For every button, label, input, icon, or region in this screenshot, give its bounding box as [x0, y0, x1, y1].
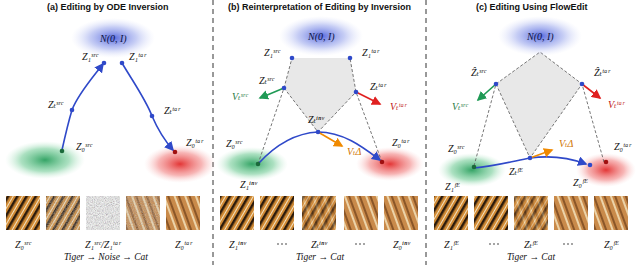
panel-title: (a) Editing by ODE Inversion [47, 3, 169, 13]
math-label: Z₁ᶠᴱ [444, 239, 459, 250]
image-strip [220, 196, 418, 245]
caption: Tiger → Noise → Cat [64, 252, 148, 262]
velocity-arrow [582, 84, 600, 98]
points [256, 56, 385, 167]
math-label: Z₁ᵗᵃʳ [129, 51, 146, 62]
math-label: Z₀ᵗᵃʳ [614, 141, 631, 152]
panel-separator [213, 0, 214, 265]
source-distribution [216, 147, 288, 181]
math-label: Vₜᵗᵃʳ [608, 99, 624, 110]
math-label: Z₁ᵗᵃʳ [362, 47, 379, 58]
edit-path [258, 132, 380, 164]
math-label: Ẑₜᵗᵃʳ [594, 67, 610, 78]
gaussian-blob: N(0, I) [498, 16, 582, 56]
math-label: Vₜᵗᵃʳ [390, 101, 406, 112]
math-label: Z₁ᶠᴱ [445, 181, 460, 192]
math-label: Z₁ˢʳᶜ [264, 47, 280, 58]
velocity-arrow [318, 132, 342, 146]
distribution-label: N(0, I) [100, 33, 127, 44]
math-label: Zₜˢʳᶜ [259, 75, 274, 86]
math-label: Vₜˢʳᶜ [232, 91, 248, 102]
math-label: Z₀ˢʳᶜ [15, 239, 31, 250]
math-label: VₜΔ [559, 138, 573, 149]
math-label: Z₀ᵗᵃʳ [175, 239, 192, 250]
math-label: Zₜᶠᴱ [509, 166, 523, 177]
shaded-region [284, 58, 356, 132]
caption: Tiger → Cat [507, 252, 555, 262]
math-label: Z₁ˢʳᶜ/Z₁ᵗᵃʳ [85, 239, 121, 250]
target-distribution [356, 147, 424, 181]
distribution-label: N(0, I) [527, 31, 554, 42]
math-label: Z₁ˢʳᶜ [82, 51, 98, 62]
math-label: Zₜᵗᵃʳ [370, 81, 386, 92]
math-label: VₜΔ [347, 146, 361, 157]
inversion-path [62, 64, 103, 150]
shaded-region [496, 52, 582, 158]
velocity-arrow [530, 150, 552, 158]
source-distribution [5, 141, 85, 179]
panel-title: (b) Reinterpretation of Editing by Inver… [228, 3, 411, 13]
math-label: Vₜˢʳᶜ [452, 101, 468, 112]
math-label: Z₀ˢʳᶜ [226, 138, 242, 149]
math-label: Zₜˢʳᶜ [48, 99, 63, 110]
math-label: Z₀ˢʳᶜ [448, 143, 464, 154]
velocity-arrow [478, 84, 496, 100]
distribution-label: N(0, I) [308, 31, 335, 42]
math-label: Zₜᶠᴱ [524, 239, 538, 250]
math-label: Z₁ⁱⁿᵛ [229, 239, 246, 250]
dashed-guides [258, 58, 382, 164]
velocity-arrow [260, 88, 284, 98]
math-label: Zₜⁱⁿᵛ [308, 114, 324, 125]
math-label: Z₀ᶠᴱ [573, 177, 588, 188]
math-label: Z₁ⁱⁿᵛ [240, 179, 257, 190]
velocity-arrow [356, 92, 380, 104]
gaussian-blob: N(0, I) [279, 16, 363, 56]
math-label: Ẑₜˢʳᶜ [471, 67, 486, 78]
math-label: Z₀ˢʳᶜ [76, 141, 92, 152]
panel-title: (c) Editing Using FlowEdit [476, 3, 588, 13]
caption: Tiger → Cat [296, 252, 344, 262]
points [60, 61, 178, 155]
panel-separator [426, 0, 427, 265]
math-label: Zₜⁱⁿᵛ [311, 239, 327, 250]
math-label: Z₀ᵗᵃʳ [186, 137, 203, 148]
math-label: Z₀ⁱⁿᵛ [393, 239, 410, 250]
points [472, 82, 609, 170]
target-distribution [144, 145, 216, 183]
math-label: Z₀ᶠᴱ [604, 239, 619, 250]
dashed-guides [474, 52, 604, 166]
math-label: Zₜᵗᵃʳ [164, 105, 180, 116]
image-strip [6, 196, 200, 230]
image-strip [434, 196, 628, 245]
math-label: Z₀ᵗᵃʳ [392, 137, 409, 148]
